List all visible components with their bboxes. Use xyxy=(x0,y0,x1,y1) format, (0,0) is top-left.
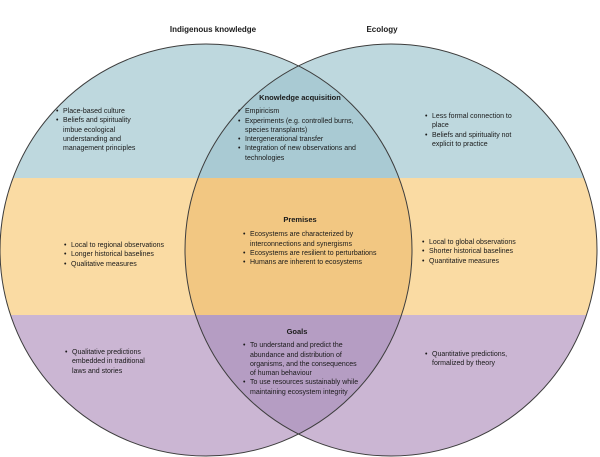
center-bottom-list: To understand and predict the abundance … xyxy=(243,341,363,397)
bullet-item: Integration of new observations and tech… xyxy=(238,144,365,163)
right-mid-list: Local to global observations Shorter his… xyxy=(422,238,530,266)
bullet-item: To use resources sustainably while maint… xyxy=(243,378,363,397)
bullet-item: Humans are inherent to ecosystems xyxy=(243,258,394,268)
region-right-top: Less formal connection to place Beliefs … xyxy=(425,112,513,149)
bullet-item: Intergenerational transfer xyxy=(238,135,365,145)
center-mid-list: Ecosystems are characterized by intercon… xyxy=(243,230,394,267)
bullet-item: Qualitative predictions embedded in trad… xyxy=(65,348,153,376)
bullet-item: To understand and predict the abundance … xyxy=(243,341,363,378)
left-mid-list: Local to regional observations Longer hi… xyxy=(64,241,176,269)
region-left-top: Place-based culture Beliefs and spiritua… xyxy=(56,107,144,153)
right-circle-title: Ecology xyxy=(366,25,398,34)
bullet-item: Empiricism xyxy=(238,107,365,117)
left-circle-outline xyxy=(0,43,413,457)
bullet-item: Quantitative measures xyxy=(422,257,530,267)
right-bottom-list: Quantitative predictions, formalized by … xyxy=(425,350,519,369)
bullet-item: Beliefs and spirituality imbue ecologica… xyxy=(56,116,144,153)
bullet-item: Ecosystems are characterized by intercon… xyxy=(243,230,394,249)
bullet-item: Longer historical baselines xyxy=(64,250,176,260)
bullet-item: Beliefs and spirituality not explicit to… xyxy=(425,131,513,150)
region-heading: Premises xyxy=(283,215,317,224)
bullet-item: Quantitative predictions, formalized by … xyxy=(425,350,519,369)
bullet-item: Local to global observations xyxy=(422,238,530,248)
bullet-item: Ecosystems are resilient to perturbation… xyxy=(243,249,394,259)
left-circle-title: Indigenous knowledge xyxy=(169,25,257,34)
region-left-mid: Local to regional observations Longer hi… xyxy=(64,241,176,269)
left-top-list: Place-based culture Beliefs and spiritua… xyxy=(56,107,144,153)
region-center-top: Knowledge acquisition Empiricism Experim… xyxy=(212,93,388,163)
bullet-item: Less formal connection to place xyxy=(425,112,513,131)
bullet-item: Local to regional observations xyxy=(64,241,176,251)
bullet-item: Place-based culture xyxy=(56,107,144,117)
center-top-list: Empiricism Experiments (e.g. controlled … xyxy=(238,107,365,163)
region-right-bottom: Quantitative predictions, formalized by … xyxy=(425,350,519,369)
bullet-item: Shorter historical baselines xyxy=(422,247,530,257)
region-right-mid: Local to global observations Shorter his… xyxy=(422,238,530,266)
region-center-bottom: Goals To understand and predict the abun… xyxy=(212,327,382,397)
region-center-mid: Premises Ecosystems are characterized by… xyxy=(210,215,390,268)
right-circle-outline xyxy=(184,43,598,457)
region-heading: Knowledge acquisition xyxy=(259,93,341,102)
bullet-item: Qualitative measures xyxy=(64,260,176,270)
region-left-bottom: Qualitative predictions embedded in trad… xyxy=(65,348,153,376)
bullet-item: Experiments (e.g. controlled burns, spec… xyxy=(238,117,365,136)
right-top-list: Less formal connection to place Beliefs … xyxy=(425,112,513,149)
region-heading: Goals xyxy=(286,327,308,336)
left-bottom-list: Qualitative predictions embedded in trad… xyxy=(65,348,153,376)
